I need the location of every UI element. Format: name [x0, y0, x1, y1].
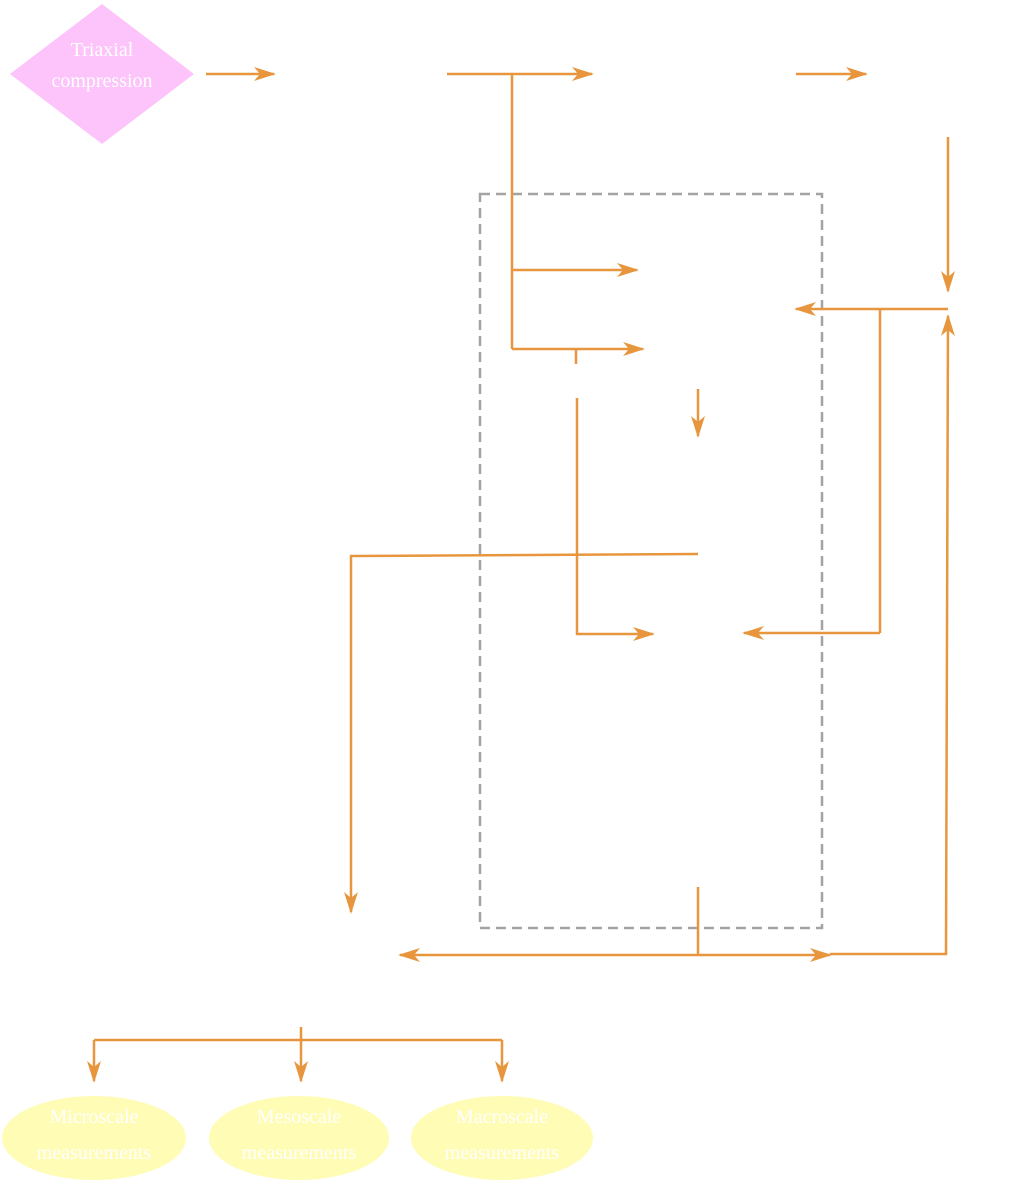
start-node-diamond — [10, 4, 194, 144]
start-node-label-line2: compression — [51, 70, 152, 92]
arrow-loop-back-up — [830, 314, 955, 956]
start-node-triaxial-compression: Triaxial compression — [10, 4, 194, 144]
macroscale-label-line2: measurements — [445, 1142, 560, 1164]
start-node-label-line1: Triaxial — [71, 39, 134, 61]
macroscale-ellipse — [411, 1096, 593, 1180]
mesoscale-label-line2: measurements — [242, 1142, 357, 1164]
microscale-ellipse — [2, 1096, 186, 1180]
dashed-boundary-box — [478, 192, 824, 930]
microscale-label-line1: Microscale — [50, 1106, 139, 1128]
arrow-box-exit-left-down — [344, 552, 699, 914]
node-mesoscale-measurements: Mesoscale measurements — [209, 1096, 389, 1180]
microscale-label-line2: measurements — [37, 1142, 152, 1164]
node-macroscale-measurements: Macroscale measurements — [411, 1096, 593, 1180]
mesoscale-label-line1: Mesoscale — [257, 1106, 342, 1128]
node-microscale-measurements: Microscale measurements — [2, 1096, 186, 1180]
arrow-box-left-to-lower — [575, 398, 655, 641]
mesoscale-ellipse — [209, 1096, 389, 1180]
macroscale-label-line1: Macroscale — [456, 1106, 548, 1128]
